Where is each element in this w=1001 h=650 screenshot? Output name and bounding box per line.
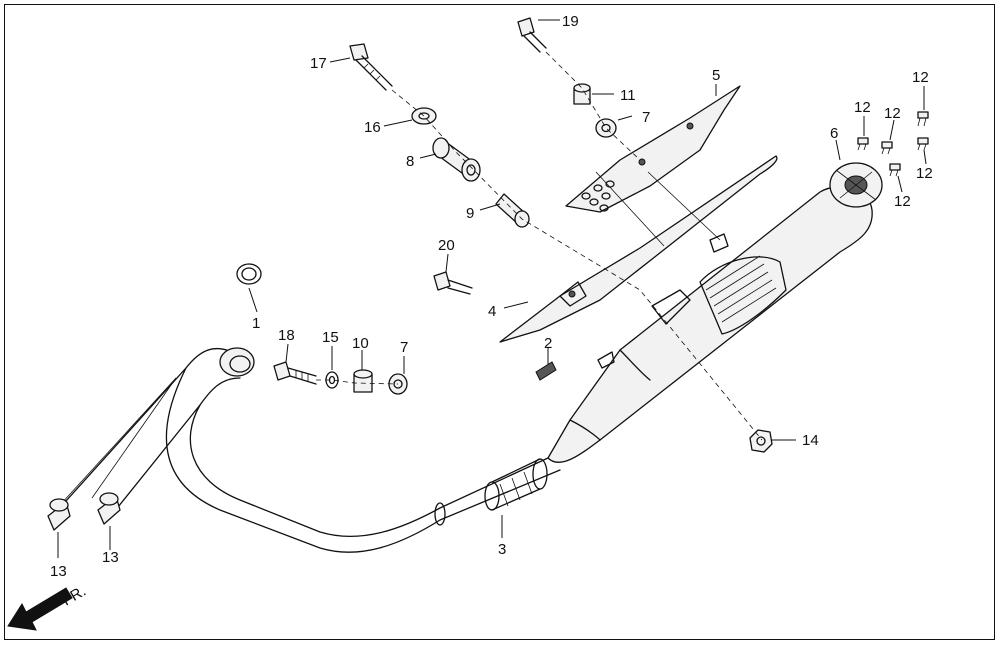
part-labels: 1 2 3 4 5 6 7 7 8 9 10 11 12 12 12 12 12… bbox=[50, 13, 933, 580]
part-label-12-c: 12 bbox=[884, 105, 901, 122]
washer-large bbox=[411, 107, 437, 125]
part-label-13-b: 13 bbox=[102, 549, 119, 566]
bolt-top bbox=[517, 17, 547, 53]
part-label-18: 18 bbox=[278, 327, 295, 344]
part-label-10: 10 bbox=[352, 335, 369, 352]
part-label-13-a: 13 bbox=[50, 563, 67, 580]
spacer-upper bbox=[573, 83, 591, 105]
part-label-12-a: 12 bbox=[912, 69, 929, 86]
diagram-border bbox=[4, 4, 995, 640]
heat-shield-upper bbox=[565, 85, 741, 213]
part-label-15: 15 bbox=[322, 329, 339, 346]
bolt-mid bbox=[433, 271, 473, 295]
part-label-7-lower: 7 bbox=[400, 339, 408, 356]
bolt-long bbox=[349, 43, 393, 91]
part-label-12-d: 12 bbox=[916, 165, 933, 182]
part-label-19: 19 bbox=[562, 13, 579, 30]
exhaust-pipe bbox=[55, 347, 561, 553]
part-label-9: 9 bbox=[466, 205, 474, 222]
part-label-12-b: 12 bbox=[854, 99, 871, 116]
heat-shield-lower bbox=[499, 155, 778, 343]
rubber-grommet-upper bbox=[595, 118, 617, 138]
part-label-11: 11 bbox=[620, 87, 636, 104]
flange-nuts bbox=[47, 492, 121, 531]
part-label-1: 1 bbox=[252, 315, 260, 332]
part-label-20: 20 bbox=[438, 237, 455, 254]
part-label-8: 8 bbox=[406, 153, 414, 170]
gasket-ring bbox=[236, 263, 262, 285]
leader-lines bbox=[57, 19, 927, 558]
part-label-4: 4 bbox=[488, 303, 496, 320]
part-label-14: 14 bbox=[802, 432, 819, 449]
part-label-6: 6 bbox=[830, 125, 838, 142]
part-label-5: 5 bbox=[712, 67, 720, 84]
screw-set bbox=[857, 111, 929, 177]
part-label-12-e: 12 bbox=[894, 193, 911, 210]
bolt-short bbox=[273, 361, 317, 385]
hex-nut bbox=[749, 429, 773, 453]
part-label-3: 3 bbox=[498, 541, 506, 558]
part-label-17: 17 bbox=[310, 55, 327, 72]
clip-part bbox=[535, 361, 557, 381]
part-label-2: 2 bbox=[544, 335, 552, 352]
part-label-16: 16 bbox=[364, 119, 381, 136]
collar bbox=[432, 137, 481, 182]
muffler bbox=[547, 162, 883, 463]
part-label-7-upper: 7 bbox=[642, 109, 650, 126]
